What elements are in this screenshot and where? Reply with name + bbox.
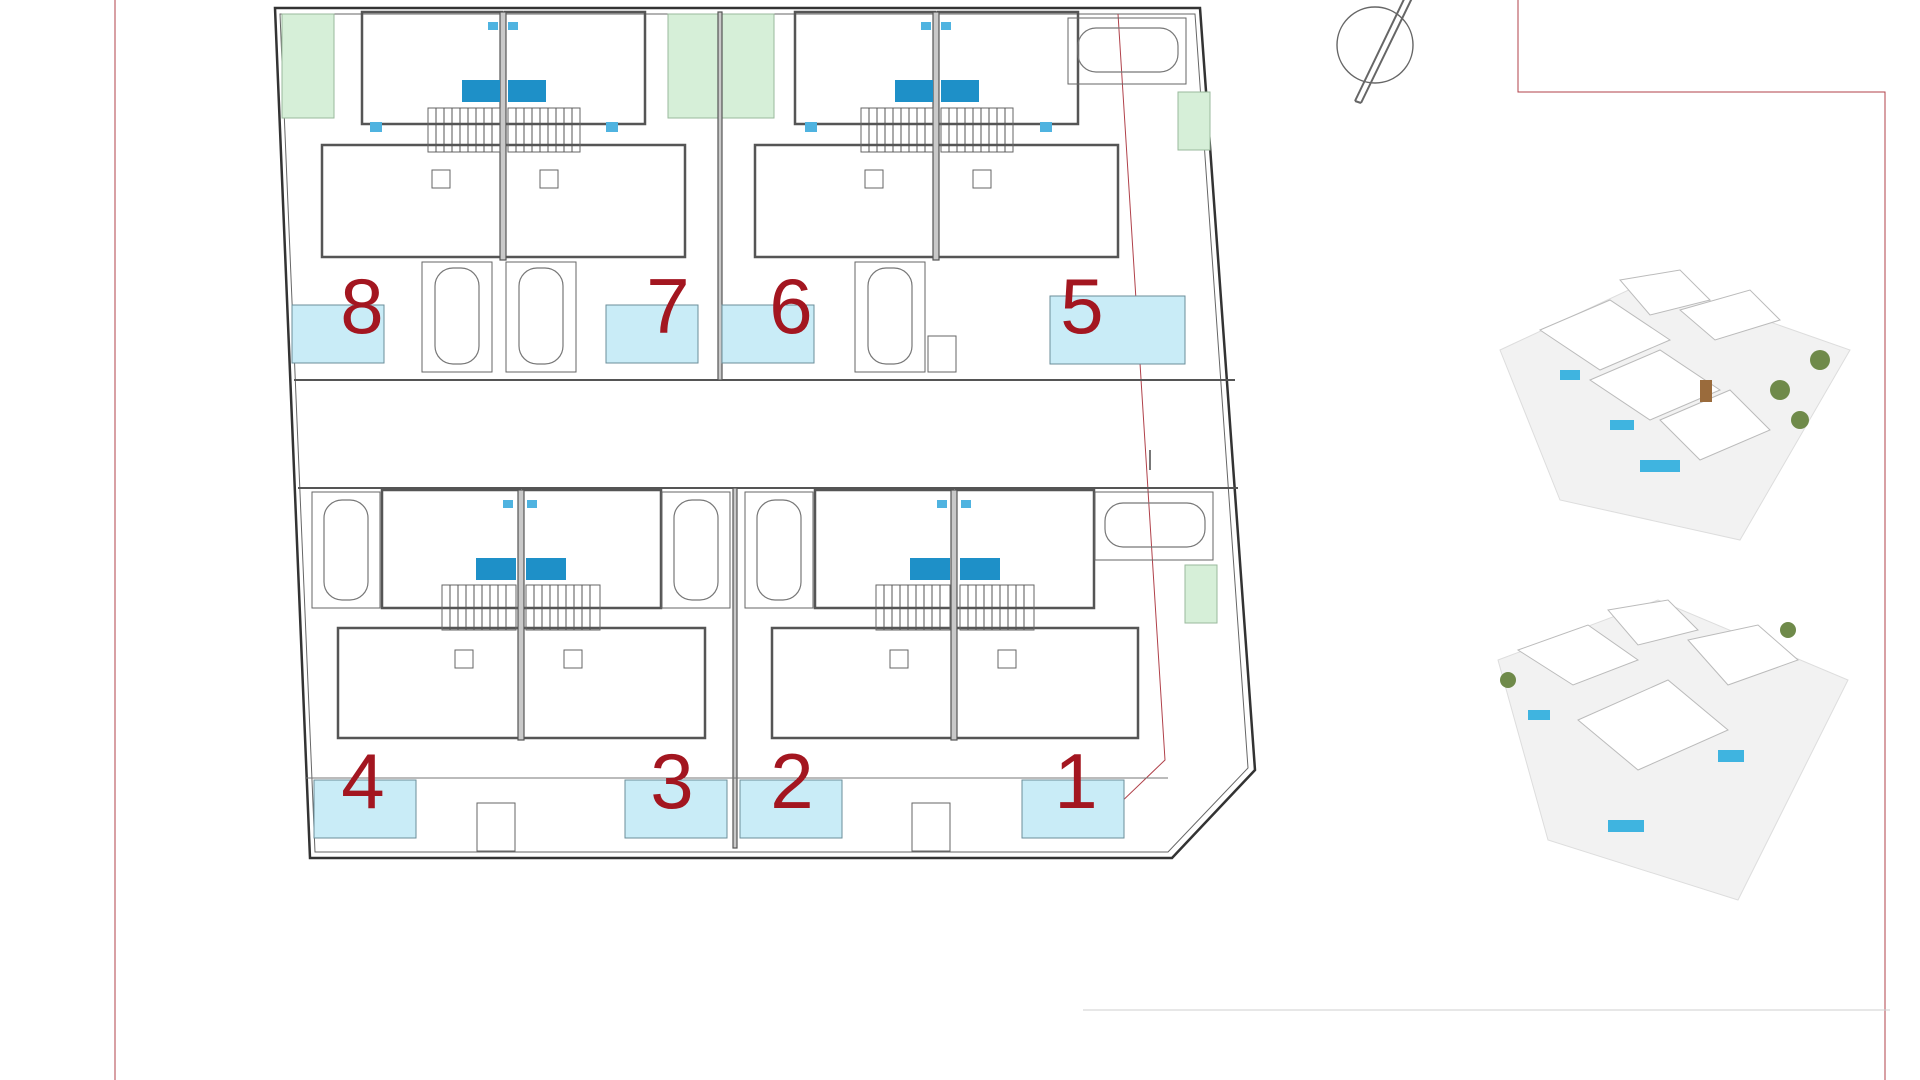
unit-number-4: 4 (341, 737, 384, 825)
garden-area (1184, 564, 1218, 624)
bathroom-tub (960, 558, 1000, 580)
swimming-pool (624, 779, 728, 839)
staircase (441, 584, 517, 631)
garden-area (281, 13, 335, 119)
garden-area (721, 13, 775, 119)
parked-car (854, 261, 926, 373)
staircase (507, 107, 581, 153)
unit-number-2: 2 (770, 737, 813, 825)
staircase (860, 107, 934, 153)
swimming-pool (739, 779, 843, 839)
bathroom-tub (910, 558, 950, 580)
unit-number-5: 5 (1060, 262, 1103, 350)
unit-number-3: 3 (650, 737, 693, 825)
bathroom-tub (508, 80, 546, 102)
bathroom-tub (462, 80, 500, 102)
garden-area (667, 13, 721, 119)
parked-car (311, 491, 381, 609)
unit-numbers: 1 2 3 4 5 6 7 8 (340, 262, 1103, 825)
swimming-pool (605, 304, 699, 364)
parked-car (505, 261, 577, 373)
swimming-pool (313, 779, 417, 839)
unit-number-6: 6 (769, 262, 812, 350)
bathroom-tub (895, 80, 933, 102)
parked-car (421, 261, 493, 373)
bathroom-tub (526, 558, 566, 580)
site-boundary (273, 6, 1257, 860)
north-arrow-icon (1336, 0, 1414, 104)
top-row-houses (281, 10, 1211, 381)
swimming-pool (291, 304, 385, 364)
parked-car (1094, 491, 1214, 561)
unit-number-8: 8 (340, 262, 383, 350)
aerial-render-image (1497, 599, 1849, 901)
parked-car (744, 491, 814, 609)
staircase (427, 107, 501, 153)
parked-car (1067, 17, 1187, 85)
swimming-pool (1021, 779, 1125, 839)
staircase (959, 584, 1035, 631)
access-road (294, 379, 1238, 489)
swimming-pool (721, 304, 815, 364)
swimming-pool (1049, 295, 1186, 365)
bottom-row-houses (305, 487, 1218, 852)
parked-car (661, 491, 731, 609)
sheet-frame (114, 0, 1890, 1080)
bathroom-tub (476, 558, 516, 580)
unit-number-7: 7 (646, 262, 689, 350)
unit-number-1: 1 (1054, 737, 1097, 825)
staircase (525, 584, 601, 631)
aerial-render-image (1499, 269, 1851, 541)
staircase (875, 584, 951, 631)
bathroom-tub (941, 80, 979, 102)
garden-area (1177, 91, 1211, 151)
staircase (940, 107, 1014, 153)
